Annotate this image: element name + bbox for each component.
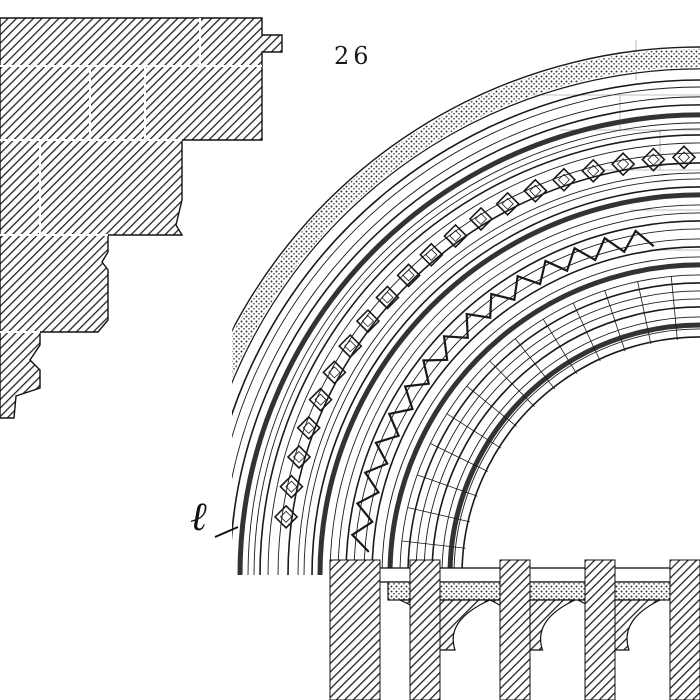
moulding-ring (407, 282, 700, 576)
voussoir-joint (430, 443, 489, 472)
moulding-ring (232, 79, 700, 576)
moulding-ring (311, 186, 700, 576)
figure-number: 26 (334, 42, 373, 70)
lozenge-ornament (495, 191, 520, 217)
shadow-roll (447, 322, 700, 576)
moulding-ring (337, 212, 700, 576)
moulding-ring (232, 96, 700, 576)
wall-section (0, 17, 283, 419)
lozenge-ornament (322, 360, 347, 385)
lozenge-ornament (419, 242, 444, 267)
voussoir-joint (514, 338, 556, 390)
moulding-ring (423, 298, 700, 576)
voussoir-joint (604, 290, 626, 352)
lozenge-ornament (375, 285, 400, 310)
column-shaft (669, 559, 700, 700)
shadow-roll (317, 192, 700, 576)
archivolt (232, 46, 700, 576)
lozenge-ornament (273, 504, 299, 529)
voussoir-joint (637, 281, 652, 345)
moulding-ring (431, 306, 700, 576)
axis-mark: ℓ (190, 494, 207, 540)
voussoir-joint (542, 318, 578, 374)
voussoir-joint (417, 474, 478, 497)
moulding-ring (232, 104, 700, 576)
lozenge-ornament (308, 387, 333, 412)
moulding-ring (232, 86, 700, 576)
voussoir-joint (407, 507, 471, 523)
moulding-ring (363, 238, 700, 576)
moulding-ring (253, 128, 700, 576)
lozenge-ornament (296, 415, 321, 441)
moulding-ring (303, 178, 700, 576)
lozenge-ornament (523, 178, 548, 203)
column-shaft (329, 559, 381, 700)
voussoir-joint (446, 413, 502, 449)
lozenge-ornament (279, 474, 304, 499)
voussoir-joint (572, 302, 601, 362)
shadow-roll (237, 112, 700, 576)
wall-hatched-mass (0, 17, 283, 419)
lozenge-ornament (396, 263, 421, 288)
lozenge-ornament (468, 206, 494, 232)
moulding-ring (399, 274, 700, 576)
column-shaft (584, 559, 616, 700)
moulding-ring (371, 246, 700, 576)
lozenge-ornament (671, 145, 697, 170)
lozenge-ornament (641, 147, 666, 172)
voussoir-joint (466, 385, 517, 427)
moulding-ring (267, 142, 700, 576)
lozenge-ornament (610, 152, 636, 177)
billet-ring (232, 49, 700, 558)
moulding-ring (287, 162, 700, 576)
jamb-columns (329, 559, 700, 700)
moulding-ring (353, 228, 700, 576)
column-shaft (499, 559, 531, 700)
lozenge-ornament (581, 158, 606, 183)
moulding-ring (345, 220, 700, 576)
chevron-ornament (350, 229, 655, 553)
lozenge-ornament (551, 167, 577, 192)
moulding-ring (297, 172, 700, 576)
moulding-ring (329, 204, 700, 576)
voussoir-joint (670, 276, 678, 341)
moulding-ring (247, 122, 700, 576)
lozenge-ornament (286, 444, 312, 470)
voussoir-joint (401, 540, 466, 549)
moulding-ring (415, 290, 700, 576)
moulding-ring (461, 336, 700, 576)
lozenge-ornament (338, 333, 363, 359)
shadow-roll (387, 262, 700, 576)
outer-ring (232, 46, 700, 576)
lozenge-ornament (443, 223, 468, 249)
moulding-ring (441, 316, 700, 576)
moulding-ring (381, 256, 700, 576)
moulding-ring (259, 134, 700, 576)
moulding-ring (453, 328, 700, 576)
voussoir-joint (489, 360, 535, 407)
column-shaft (409, 559, 441, 700)
lozenge-ornament (355, 308, 381, 334)
